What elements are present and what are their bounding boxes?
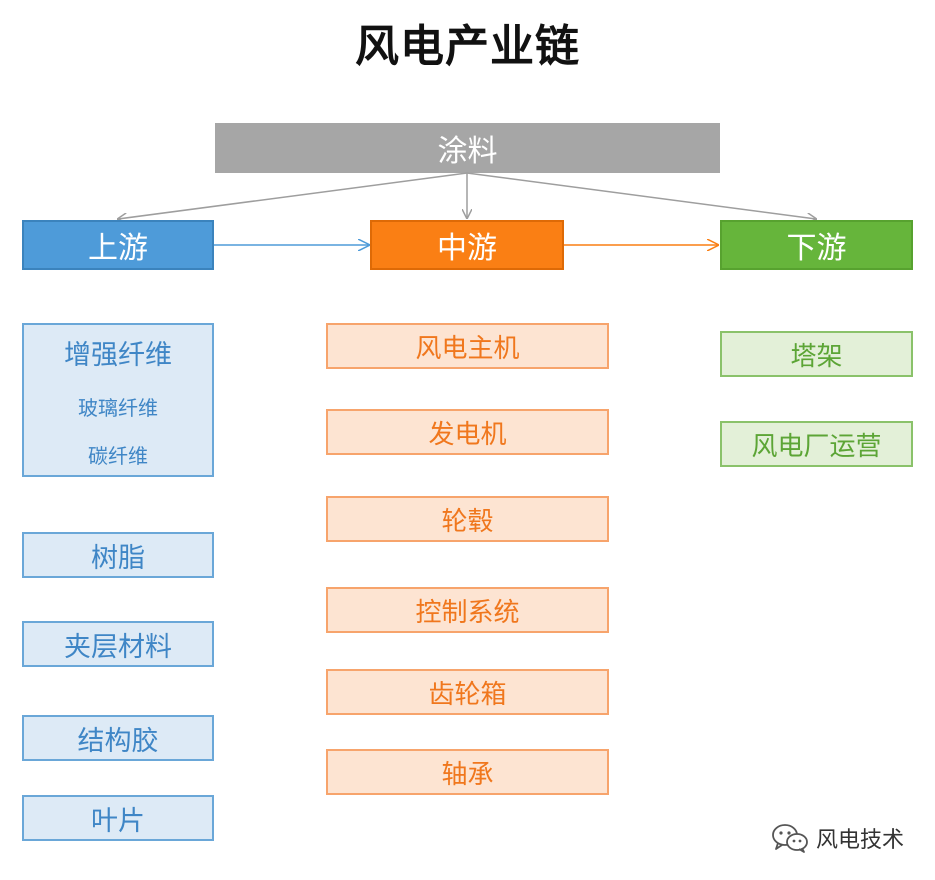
upstream-item-blade: 叶片: [22, 795, 214, 841]
reinforced-fiber-label: 增强纤维: [64, 340, 172, 371]
page-title: 风电产业链: [355, 21, 580, 72]
downstream-item-tower: 塔架: [720, 331, 913, 377]
watermark: 风电技术: [770, 820, 904, 856]
midstream-item-bearing: 轴承: [326, 749, 609, 795]
carbon-fiber-label: 碳纤维: [88, 444, 148, 468]
upstream-item-reinforced-fiber: 增强纤维 玻璃纤维 碳纤维: [22, 323, 214, 477]
watermark-text: 风电技术: [816, 828, 905, 853]
upstream-item-resin: 树脂: [22, 532, 214, 578]
arrow-coating-to-downstream: [466, 172, 816, 219]
coating-node: 涂料: [215, 123, 720, 173]
midstream-item-generator: 发电机: [326, 409, 609, 455]
downstream-item-wind-farm-operation: 风电厂运营: [720, 421, 913, 467]
stage-upstream: 上游: [22, 220, 214, 270]
stage-midstream: 中游: [370, 220, 564, 270]
upstream-item-adhesive: 结构胶: [22, 715, 214, 761]
upstream-item-core-material: 夹层材料: [22, 621, 214, 667]
midstream-item-gearbox: 齿轮箱: [326, 669, 609, 715]
stage-downstream: 下游: [720, 220, 913, 270]
arrow-coating-to-upstream: [118, 172, 468, 219]
midstream-item-turbine: 风电主机: [326, 323, 609, 369]
glass-fiber-label: 玻璃纤维: [78, 396, 158, 420]
midstream-item-hub: 轮毂: [326, 496, 609, 542]
midstream-item-control-system: 控制系统: [326, 587, 609, 633]
wechat-icon: [772, 824, 808, 853]
